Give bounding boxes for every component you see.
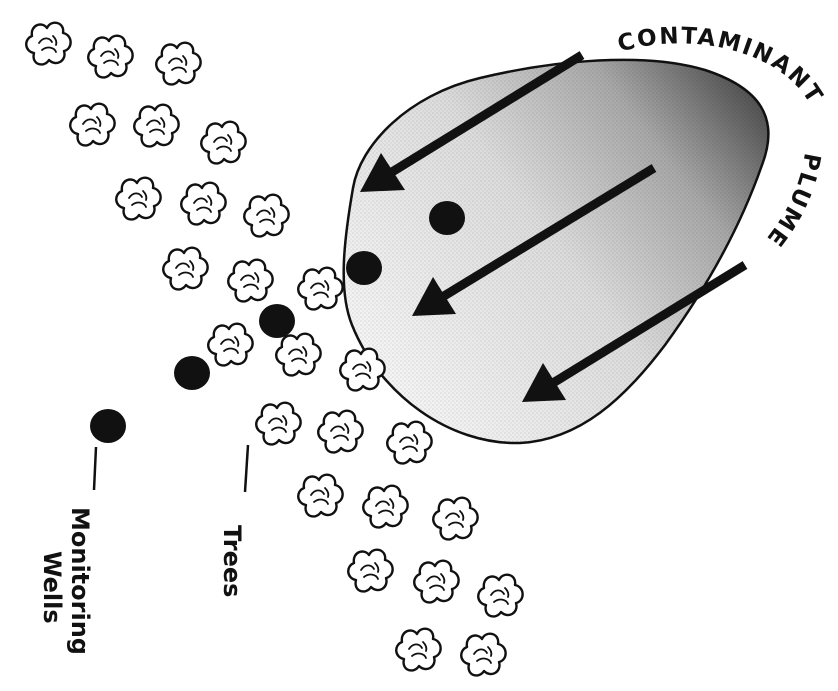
tree-icon: [26, 23, 70, 65]
tree-icon: [134, 105, 178, 147]
well-dot: [90, 409, 126, 443]
tree-icon: [298, 475, 342, 517]
well-dot: [259, 304, 295, 338]
well-dot: [174, 356, 210, 390]
wells-leader-line: [94, 447, 96, 490]
tree-icon: [116, 178, 160, 220]
tree-icon: [88, 36, 132, 78]
tree-icon: [478, 575, 522, 617]
tree-icon: [228, 260, 272, 302]
tree-icon: [181, 183, 225, 225]
tree-icon: [256, 403, 300, 445]
tree-icon: [433, 498, 477, 540]
tree-icon: [298, 268, 342, 310]
tree-icon: [163, 248, 207, 290]
tree-icon: [201, 122, 245, 164]
well-dot: [429, 201, 465, 235]
wells-label-line1: Monitoring: [66, 507, 94, 655]
tree-icon: [244, 195, 288, 237]
tree-icon: [461, 634, 505, 676]
trees-label: Trees: [218, 525, 246, 597]
trees-leader-line: [245, 445, 248, 492]
plume-label-line2: PLUME: [760, 151, 824, 252]
well-dot: [346, 251, 382, 285]
tree-icon: [348, 550, 392, 592]
tree-icon: [276, 334, 320, 376]
tree-icon: [414, 561, 458, 603]
tree-icon: [156, 43, 200, 85]
tree-icon: [396, 629, 440, 671]
tree-icon: [70, 104, 114, 146]
tree-icon: [387, 422, 431, 464]
tree-icon: [318, 411, 362, 453]
tree-icon: [363, 486, 407, 528]
tree-icon: [208, 324, 252, 366]
tree-icon: [340, 349, 384, 391]
wells-label-line2: Wells: [38, 551, 66, 624]
